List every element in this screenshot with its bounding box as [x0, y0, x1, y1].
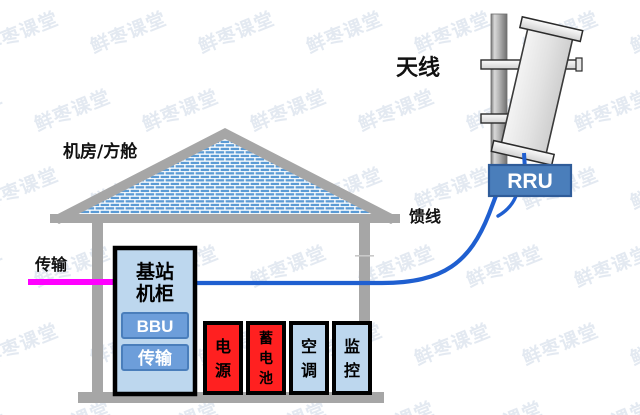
equipment-box-label: 监 [344, 337, 360, 356]
antenna-bottom-cap [490, 139, 556, 167]
equipment-box-label: 控 [344, 361, 360, 380]
rru-lower-cable [496, 194, 518, 218]
base-station-cabinet[interactable]: 基站 机柜 BBU 传输 [112, 245, 198, 397]
left-wall [92, 214, 103, 394]
cabinet-title-line1: 基站 [135, 260, 174, 283]
equipment-box-label: 蓄 [259, 330, 273, 347]
equipment-box-label: 池 [259, 370, 273, 387]
antenna-panel [490, 15, 584, 167]
equipment-box-monitoring[interactable]: 监控 [332, 321, 372, 395]
transmission-label: 传输 [34, 255, 68, 274]
feeder-label: 馈线 [409, 207, 441, 226]
rru-label: RRU [507, 170, 553, 193]
equipment-box-air-conditioner[interactable]: 空调 [289, 321, 329, 395]
equipment-box-fill [203, 321, 243, 395]
equipment-box-label: 调 [301, 361, 317, 380]
feeder-cable [183, 169, 508, 286]
equipment-box-label: 电 [215, 337, 231, 356]
floor-slab [78, 392, 384, 403]
antenna-top-cap [518, 15, 584, 43]
roof-eave [50, 214, 400, 223]
antenna-assembly [480, 13, 584, 167]
shelter-label: 机房/方舱 [63, 141, 138, 162]
bbu-label: BBU [137, 317, 174, 336]
antenna-label: 天线 [396, 55, 440, 81]
equipment-box-fill [289, 321, 329, 395]
equipment-box-power[interactable]: 电源 [203, 321, 243, 395]
wall-penetration-mark [355, 255, 374, 257]
right-wall [359, 214, 370, 394]
cabinet-title-line2: 机柜 [136, 283, 174, 305]
equipment-box-battery[interactable]: 蓄电池 [246, 321, 286, 395]
transmission-module-label: 传输 [137, 348, 173, 368]
equipment-box-label: 源 [215, 361, 231, 380]
rru-box[interactable]: RRU [487, 163, 573, 198]
cabinet-module-transmission[interactable]: 传输 [121, 344, 189, 371]
equipment-box-fill [332, 321, 372, 395]
equipment-box-fill [246, 321, 286, 395]
cabinet-module-bbu[interactable]: BBU [121, 312, 189, 339]
equipment-box-label: 电 [259, 350, 273, 367]
equipment-box-label: 空 [301, 337, 317, 356]
